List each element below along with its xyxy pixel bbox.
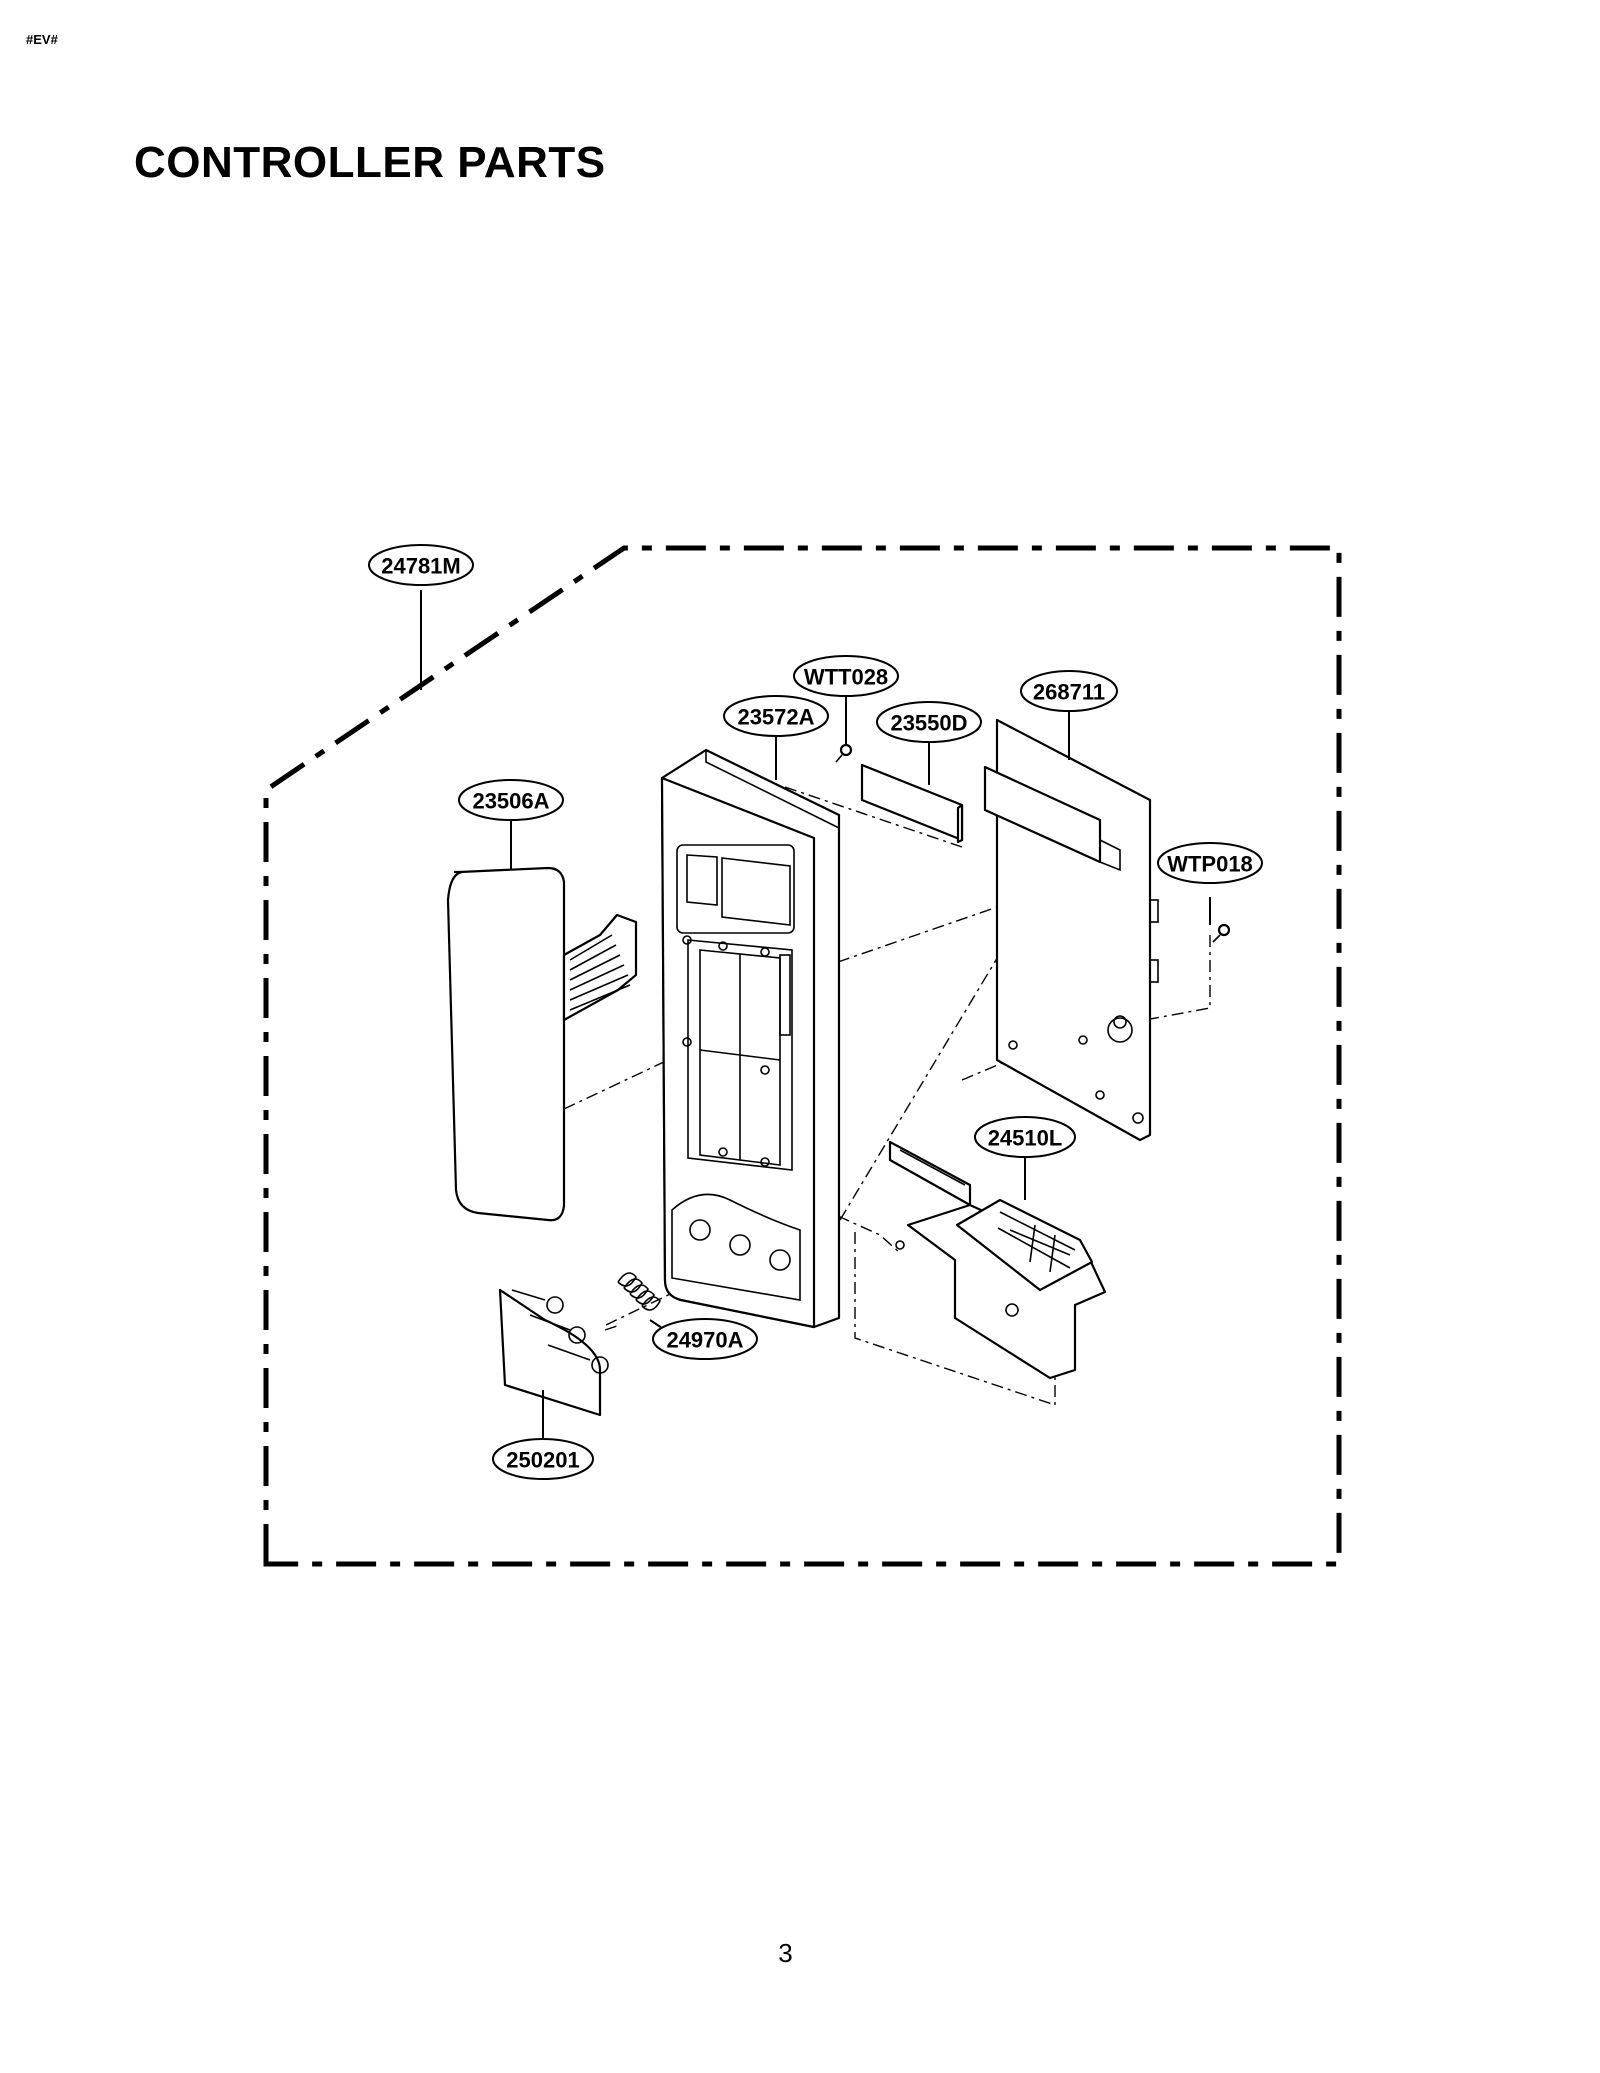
callout-23572A: 23572A xyxy=(723,695,829,737)
part-number-label: WTT028 xyxy=(804,665,888,690)
callout-250201: 250201 xyxy=(492,1438,594,1480)
callout-24781M: 24781M xyxy=(368,544,474,586)
part-number-label: 250201 xyxy=(506,1448,579,1473)
callout-WTP018: WTP018 xyxy=(1157,842,1263,884)
page-title: CONTROLLER PARTS xyxy=(134,138,606,187)
assembly-boundary xyxy=(263,545,1342,1567)
callout-24970A: 24970A xyxy=(652,1318,758,1360)
callout-23550D: 23550D xyxy=(876,701,982,743)
part-number-label: 23572A xyxy=(737,705,814,730)
page-number: 3 xyxy=(778,1938,793,1968)
callout-WTT028: WTT028 xyxy=(793,655,899,697)
spring-part xyxy=(617,1272,661,1311)
part-number-label: 24510L xyxy=(988,1126,1063,1151)
callout-23506A: 23506A xyxy=(458,779,564,821)
callout-268711: 268711 xyxy=(1020,670,1118,712)
part-number-label: 24781M xyxy=(381,554,461,579)
front-panel-part xyxy=(446,866,638,1222)
screw-pcb-part xyxy=(1212,923,1231,943)
callout-24510L: 24510L xyxy=(974,1116,1076,1158)
display-window-part xyxy=(860,763,964,844)
screw-top-part xyxy=(835,743,853,763)
pcb-part xyxy=(983,718,1159,1142)
door-button-part xyxy=(498,1288,609,1417)
part-number-label: 23506A xyxy=(472,789,549,814)
part-number-label: WTP018 xyxy=(1167,852,1253,877)
latch-bracket-part xyxy=(888,1140,1107,1380)
part-number-label: 23550D xyxy=(890,711,967,736)
leader-lines xyxy=(420,590,1211,1450)
control-panel-part xyxy=(660,748,841,1329)
part-number-label: 24970A xyxy=(666,1328,743,1353)
part-number-label: 268711 xyxy=(1033,680,1105,705)
document-code: #EV# xyxy=(26,32,58,47)
